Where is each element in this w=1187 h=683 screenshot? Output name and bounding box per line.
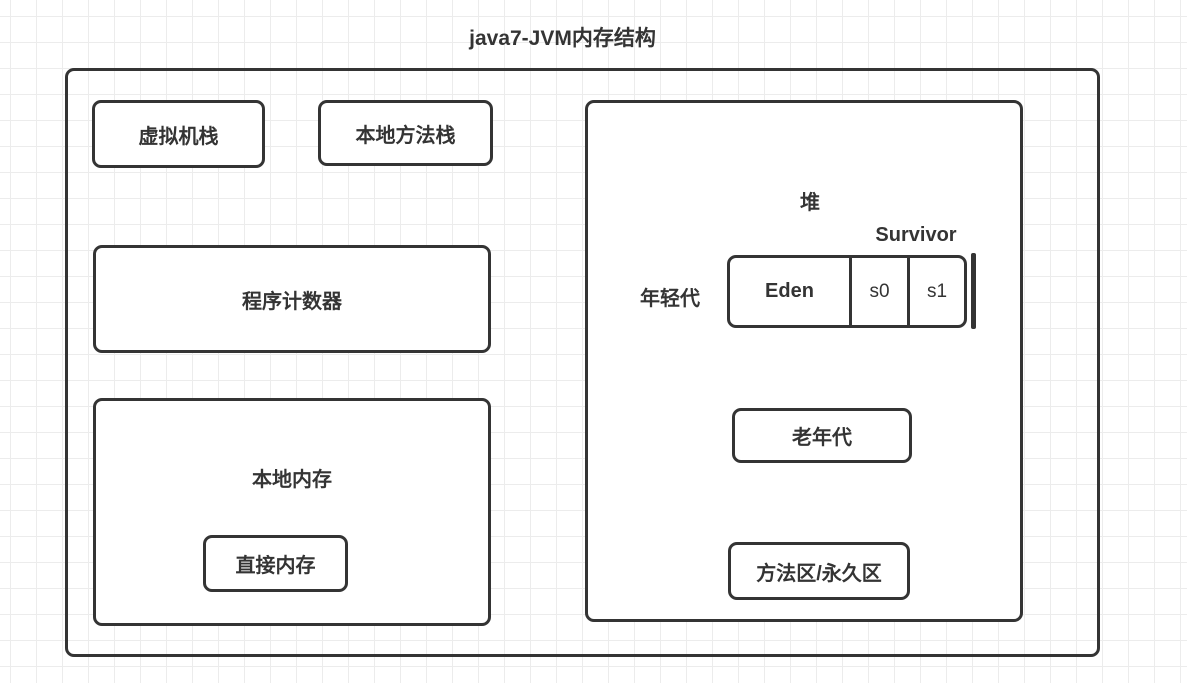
method-area-label: 方法区/永久区 [756,562,882,585]
survivor-label: Survivor [875,224,957,246]
s1-cell: s1 [910,258,964,325]
node-native-method-stack: 本地方法栈 [318,100,493,166]
node-program-counter: 程序计数器 [93,245,491,353]
survivor-end-bar [971,253,976,329]
node-vm-stack: 虚拟机栈 [92,100,265,168]
node-direct-memory: 直接内存 [203,535,348,592]
native-method-stack-label: 本地方法栈 [355,124,456,147]
young-gen-row: Eden s0 s1 [727,255,967,328]
program-counter-label: 程序计数器 [242,290,342,313]
eden-cell: Eden [730,258,852,325]
s1-label: s1 [926,280,948,302]
node-method-area: 方法区/永久区 [728,542,910,600]
s0-label: s0 [869,280,890,302]
node-native-memory: 本地内存 直接内存 [93,398,491,626]
node-old-gen: 老年代 [732,408,912,463]
node-heap: 堆 Survivor 年轻代 Eden s0 s1 老年代 方法区/永久区 [585,100,1023,622]
s0-cell: s0 [852,258,910,325]
direct-memory-label: 直接内存 [235,555,316,577]
jvm-outer-box [65,68,1100,657]
eden-label: Eden [765,280,814,302]
vm-stack-label: 虚拟机栈 [138,125,219,148]
young-gen-label: 年轻代 [640,288,700,310]
native-memory-label: 本地内存 [252,469,332,491]
old-gen-label: 老年代 [792,427,852,449]
heap-label: 堆 [800,192,820,214]
diagram-title: java7-JVM内存结构 [469,27,656,50]
